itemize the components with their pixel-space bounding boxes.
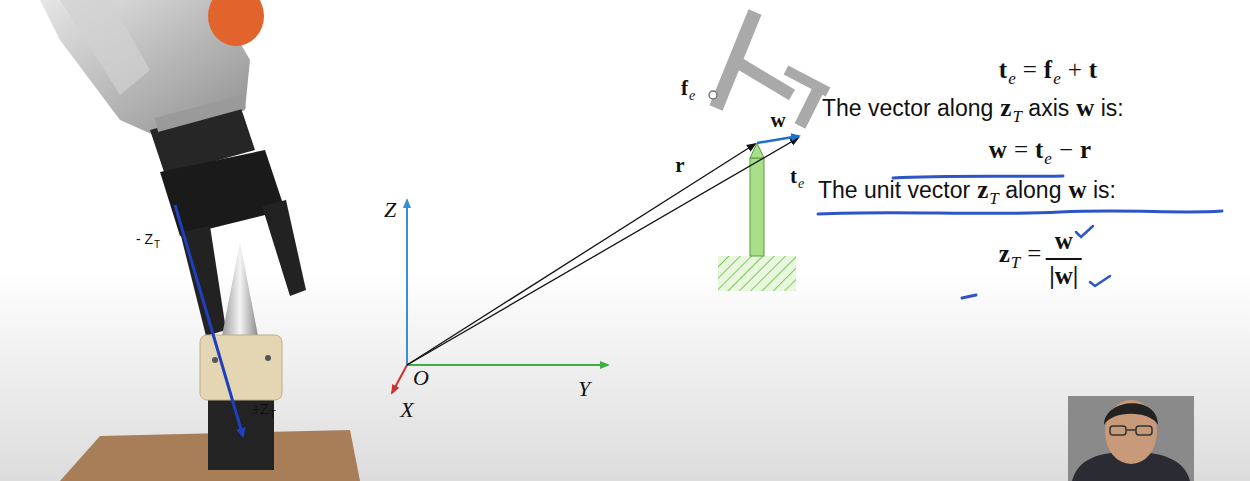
- vector-label: w: [770, 108, 785, 132]
- operator: +: [1068, 56, 1082, 83]
- axis-label: Y: [578, 376, 590, 401]
- axis-label: +Z: [252, 401, 269, 417]
- vector-symbol: f: [1044, 56, 1052, 83]
- subscript: e: [798, 176, 804, 191]
- equation-text: is:: [1093, 177, 1116, 203]
- vector-symbol: t: [1089, 56, 1097, 83]
- equation-text: is:: [1101, 95, 1124, 121]
- subscript: T: [154, 239, 160, 250]
- vector-symbol: t: [999, 56, 1007, 83]
- text-line: fe: [681, 77, 695, 103]
- text-line: The unit vector zTalongw is:: [818, 176, 1116, 209]
- vector-symbol: w: [1076, 94, 1094, 121]
- text-line: te=fe+t: [999, 56, 1097, 89]
- subscript: e: [1044, 149, 1052, 168]
- axis-label: X: [400, 397, 413, 422]
- vector-symbol: w: [989, 136, 1007, 163]
- subscript: T: [1012, 107, 1021, 126]
- equation-text: The vector along: [822, 95, 993, 121]
- axis-label: O: [413, 365, 429, 390]
- operator: −: [1059, 136, 1073, 163]
- text-line: r: [675, 154, 684, 177]
- text-line: te: [790, 165, 804, 191]
- subscript: e: [689, 88, 695, 103]
- vector-symbol: z: [1000, 94, 1011, 121]
- equation-text: The unit vector: [818, 177, 970, 203]
- text-line: Z: [384, 198, 396, 222]
- subscript: T: [989, 189, 998, 208]
- vector-symbol: w: [1068, 176, 1086, 203]
- subscript: T: [270, 409, 276, 420]
- operator: =: [1023, 56, 1037, 83]
- vector-label: r: [675, 153, 684, 177]
- vector-symbol: |w|: [1046, 258, 1081, 290]
- vector-label: f: [681, 76, 688, 100]
- operator: =: [1027, 240, 1041, 267]
- vector-symbol: z: [977, 176, 988, 203]
- text-line: w = te−r: [989, 136, 1091, 169]
- text-line: The vector along zTaxisw is:: [822, 94, 1124, 127]
- equation-text: axis: [1028, 95, 1069, 121]
- subscript: T: [1011, 253, 1020, 272]
- subscript: e: [1008, 69, 1016, 88]
- vector-symbol: w: [1052, 227, 1076, 258]
- text-line: O: [413, 366, 429, 390]
- axis-label: - Z: [136, 231, 153, 247]
- fraction: w|w|: [1046, 227, 1081, 289]
- text-line: zT=w|w|: [999, 227, 1082, 289]
- equation-text: along: [1005, 177, 1061, 203]
- text-line: +ZT: [252, 400, 276, 420]
- vector-symbol: r: [1080, 136, 1091, 163]
- text-line: Y: [578, 377, 590, 401]
- operator: =: [1014, 136, 1028, 163]
- subscript: e: [1053, 69, 1061, 88]
- text-line: w: [770, 109, 785, 132]
- text-line: - ZT: [136, 230, 160, 250]
- vector-symbol: t: [1035, 136, 1043, 163]
- vector-label: t: [790, 164, 797, 188]
- axis-label: Z: [384, 197, 396, 222]
- vector-symbol: z: [999, 240, 1010, 267]
- text-line: X: [400, 398, 413, 422]
